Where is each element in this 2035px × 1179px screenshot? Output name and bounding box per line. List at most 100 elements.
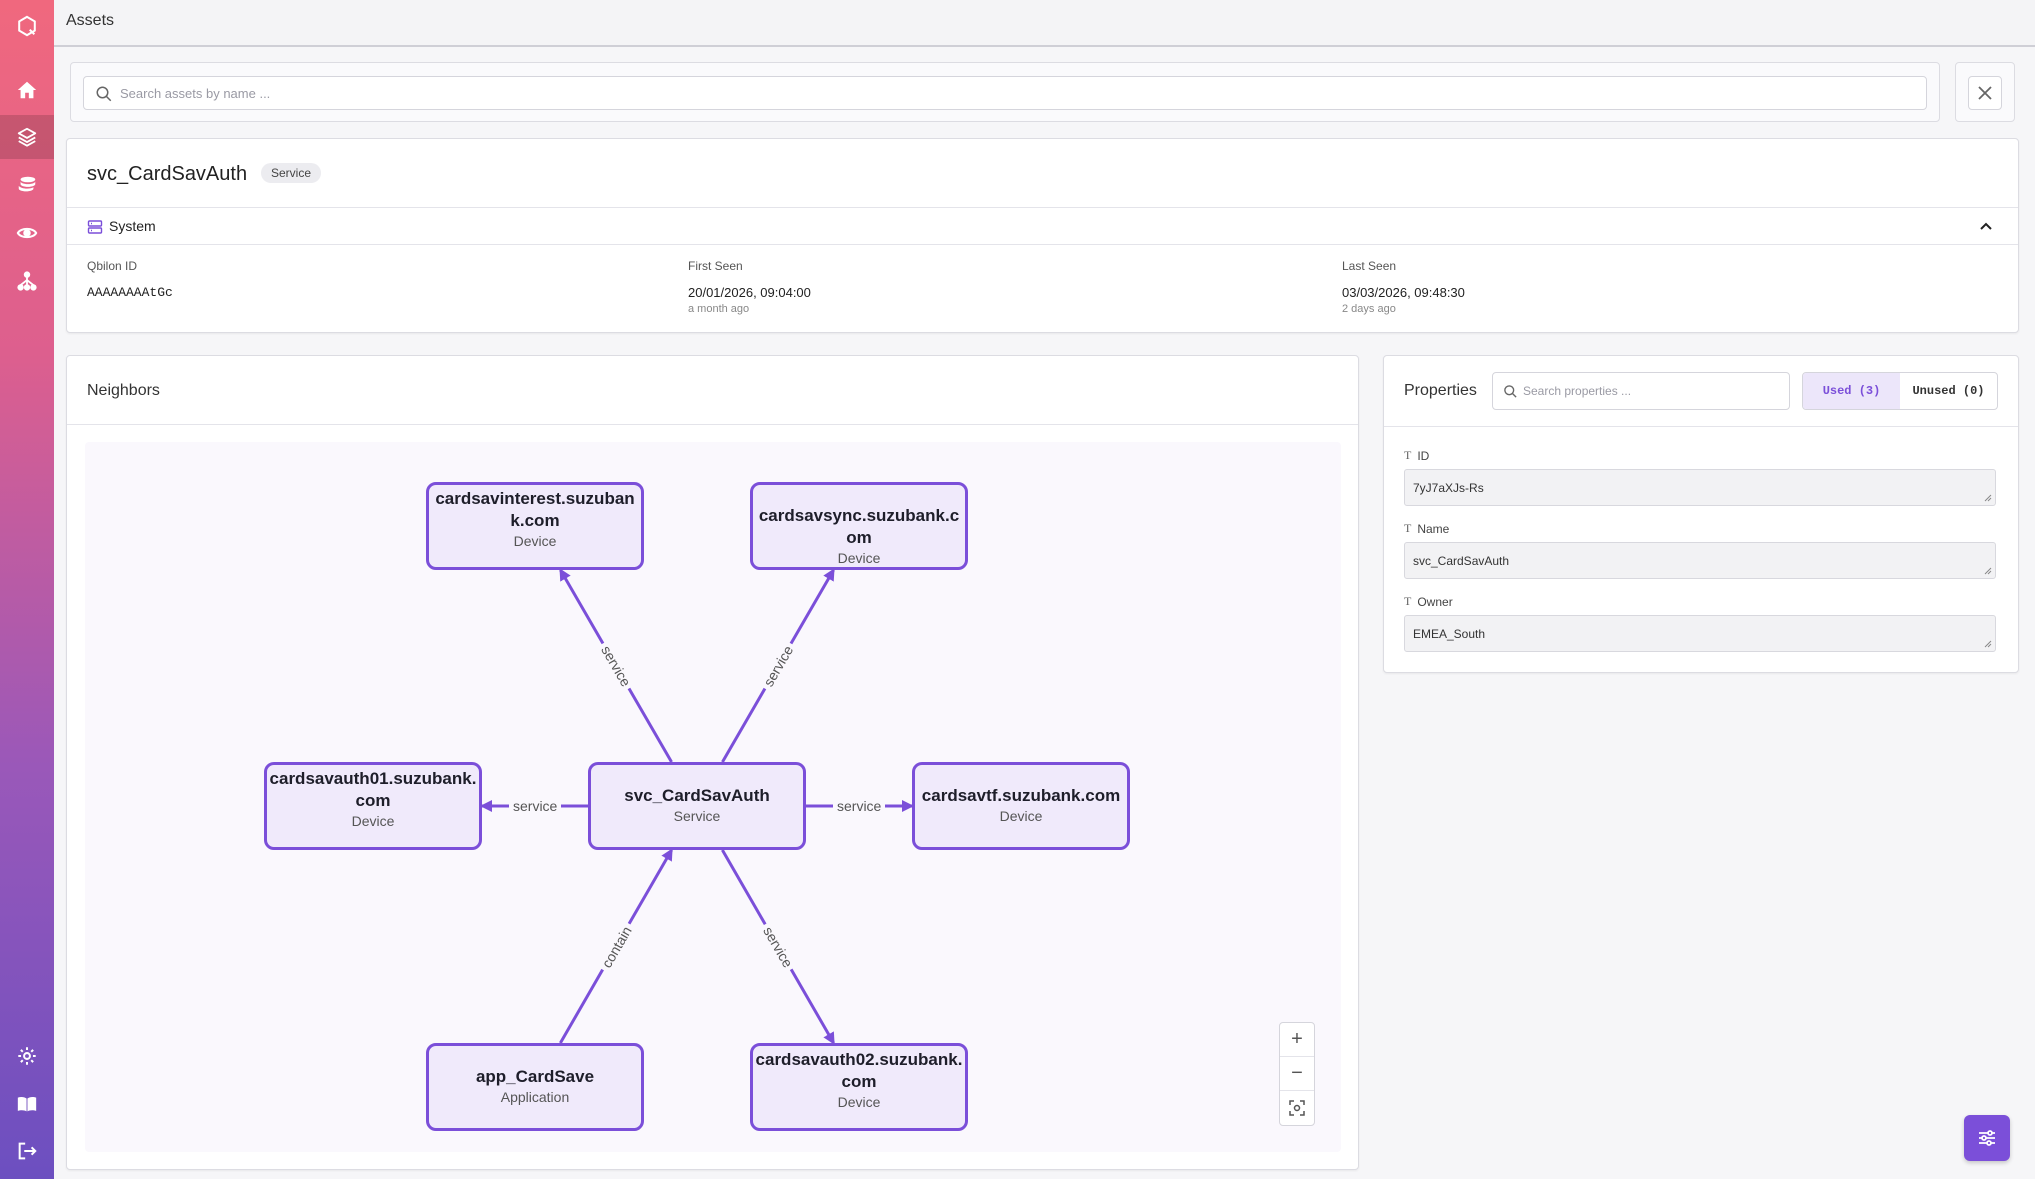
meta-value: 20/01/2026, 09:04:00 (688, 285, 811, 300)
resize-grip-icon[interactable] (1984, 567, 1992, 575)
search-icon (96, 86, 112, 102)
node-name: cardsavauth01.suzubank.com (269, 769, 477, 810)
property-label-row: T Name (1404, 521, 1996, 536)
property-value: svc_CardSavAuth (1413, 554, 1510, 568)
meta-first-seen: First Seen 20/01/2026, 09:04:00 a month … (688, 259, 811, 315)
clear-search-button[interactable] (1968, 76, 2002, 110)
property-label-row: T Owner (1404, 594, 1996, 609)
text-type-icon: T (1404, 521, 1412, 535)
search-icon (1504, 385, 1517, 398)
text-type-icon: T (1404, 448, 1412, 462)
property-value-field[interactable]: 7yJ7aXJs-Rs (1404, 469, 1996, 506)
edge-label: service (509, 798, 562, 814)
property-label: ID (1417, 448, 1430, 463)
node-name: cardsavsync.suzubank.com (758, 506, 960, 547)
text-type-icon: T (1404, 594, 1412, 608)
meta-label: Last Seen (1342, 259, 1397, 273)
close-icon (1978, 86, 1992, 100)
resize-grip-icon[interactable] (1984, 494, 1992, 502)
property-label: Owner (1417, 594, 1453, 609)
meta-label: Qbilon ID (87, 259, 138, 273)
eye-icon[interactable] (0, 211, 54, 255)
filter-settings-button[interactable] (1964, 1115, 2010, 1161)
used-tab[interactable]: Used (3) (1803, 373, 1900, 409)
clear-search-container (1955, 62, 2015, 122)
meta-value: AAAAAAAAtGc (87, 285, 173, 300)
focus-icon (1289, 1100, 1305, 1116)
database-icon[interactable] (0, 163, 54, 207)
properties-search-input[interactable] (1523, 373, 1783, 409)
property-label: Name (1417, 521, 1450, 536)
fit-view-button[interactable] (1280, 1091, 1314, 1125)
node-type: Device (837, 550, 881, 566)
meta-value: 03/03/2026, 09:48:30 (1342, 285, 1465, 300)
logo-icon[interactable] (0, 4, 54, 48)
asset-search-box[interactable] (83, 76, 1927, 110)
property-id: T ID 7yJ7aXJs-Rs (1404, 448, 1996, 506)
chevron-up-icon[interactable] (1978, 218, 1994, 234)
asset-search-bar (70, 62, 1940, 122)
property-label-row: T ID (1404, 448, 1996, 463)
property-owner: T Owner EMEA_South (1404, 594, 1996, 652)
edge-label: service (833, 798, 886, 814)
node-name: cardsavtf.suzubank.com (921, 786, 1121, 805)
neighbors-title: Neighbors (87, 382, 160, 399)
node-name: app_CardSave (475, 1067, 595, 1086)
layers-icon[interactable] (0, 115, 54, 159)
node-type: Service (673, 808, 721, 824)
zoom-controls: + − (1279, 1022, 1315, 1126)
node-type: Device (513, 533, 557, 549)
meta-label: First Seen (688, 259, 743, 273)
section-label: System (109, 218, 156, 234)
server-icon (87, 220, 103, 234)
meta-qbilon-id: Qbilon ID AAAAAAAAtGc (87, 259, 173, 300)
node-name: cardsavinterest.suzubank.com (435, 489, 635, 530)
node-type: Device (999, 808, 1043, 824)
properties-panel: Properties Used (3) Unused (0) T ID 7yJ7a… (1383, 355, 2019, 673)
node-name: cardsavauth02.suzubank.com (755, 1050, 963, 1091)
book-icon[interactable] (0, 1082, 54, 1126)
divider (1384, 426, 2018, 427)
asset-type-badge: Service (261, 163, 322, 183)
asset-search-input[interactable] (120, 77, 1918, 109)
meta-last-seen: Last Seen 03/03/2026, 09:48:30 2 days ag… (1342, 259, 1465, 315)
system-section-header[interactable]: System (67, 207, 2018, 245)
property-value: EMEA_South (1413, 627, 1486, 641)
neighbors-panel: Neighbors + − cardsavinterest.suzubank.c… (66, 355, 1359, 1170)
sidebar (0, 0, 54, 1179)
node-type: Device (351, 813, 395, 829)
node-type: Device (837, 1094, 881, 1110)
hierarchy-icon[interactable] (0, 259, 54, 303)
divider (67, 424, 1358, 425)
property-value: 7yJ7aXJs-Rs (1413, 481, 1484, 495)
property-name: T Name svc_CardSavAuth (1404, 521, 1996, 579)
asset-name: svc_CardSavAuth (87, 163, 248, 185)
resize-grip-icon[interactable] (1984, 640, 1992, 648)
top-bar: Assets (54, 0, 2035, 47)
sliders-icon (1979, 1130, 1995, 1146)
property-value-field[interactable]: EMEA_South (1404, 615, 1996, 652)
zoom-in-button[interactable]: + (1280, 1023, 1314, 1057)
zoom-out-button[interactable]: − (1280, 1057, 1314, 1091)
gear-icon[interactable] (0, 1034, 54, 1078)
node-type: Application (500, 1089, 570, 1105)
node-name: svc_CardSavAuth (624, 786, 770, 805)
unused-tab[interactable]: Unused (0) (1912, 384, 1985, 398)
property-value-field[interactable]: svc_CardSavAuth (1404, 542, 1996, 579)
page-title: Assets (66, 12, 115, 29)
meta-relative-time: 2 days ago (1342, 303, 1396, 315)
home-icon[interactable] (0, 68, 54, 112)
logout-icon[interactable] (0, 1129, 54, 1173)
properties-search-box[interactable] (1492, 372, 1790, 410)
properties-title: Properties (1404, 382, 1477, 399)
meta-relative-time: a month ago (688, 303, 750, 315)
used-unused-toggle: Used (3) Unused (0) (1802, 372, 1998, 410)
